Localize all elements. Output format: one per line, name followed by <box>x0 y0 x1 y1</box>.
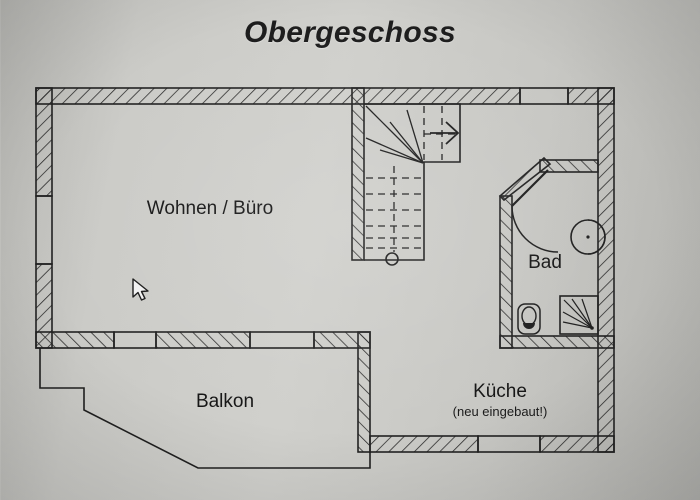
exterior-walls <box>35 87 615 453</box>
opening-bottom <box>477 435 541 453</box>
room-label-kitchen-text: Küche <box>473 381 527 402</box>
room-label-bath: Bad <box>528 252 562 273</box>
wall-bath-diagonal <box>498 156 552 202</box>
stair-outline <box>364 103 461 261</box>
mouse-cursor-icon <box>132 278 149 301</box>
wall-top-left <box>35 87 521 105</box>
interior-walls <box>35 87 615 453</box>
sink-icon <box>570 219 606 255</box>
toilet-icon <box>517 303 541 335</box>
shower-icon <box>559 295 599 335</box>
door-opening-mid-a <box>113 331 157 349</box>
wall-bottom-right-b <box>539 435 615 453</box>
room-label-living: Wohnen / Büro <box>146 198 274 219</box>
door-swing-arc <box>511 205 559 253</box>
page-title: Obergeschoss <box>243 16 457 49</box>
wall-bath-bottom <box>499 335 615 349</box>
room-label-balcony: Balkon <box>195 391 255 412</box>
wall-bottom-right-a <box>369 435 479 453</box>
wall-stairwell-left <box>351 87 365 261</box>
wall-mid-b <box>155 331 251 349</box>
bath-fixtures <box>511 169 606 335</box>
stair-treads-straight <box>366 166 422 252</box>
stair-treads-winder <box>365 105 424 164</box>
room-label-kitchen-note: (neu eingebaut!) <box>452 404 548 419</box>
balcony-outline <box>39 348 371 469</box>
wall-right <box>597 87 615 453</box>
window-top <box>519 87 569 105</box>
door-opening-mid-b <box>249 331 315 349</box>
wall-left-upper <box>35 87 53 197</box>
wall-kitchen-left <box>357 331 371 453</box>
stair-start-marker <box>385 252 399 266</box>
room-label-kitchen: Küche (neu eingebaut!) <box>410 381 590 419</box>
stair-direction-arrow <box>430 121 460 145</box>
wall-mid-a <box>35 331 115 349</box>
staircase <box>364 103 461 266</box>
door-leaf <box>511 169 549 207</box>
window-left <box>35 195 53 265</box>
